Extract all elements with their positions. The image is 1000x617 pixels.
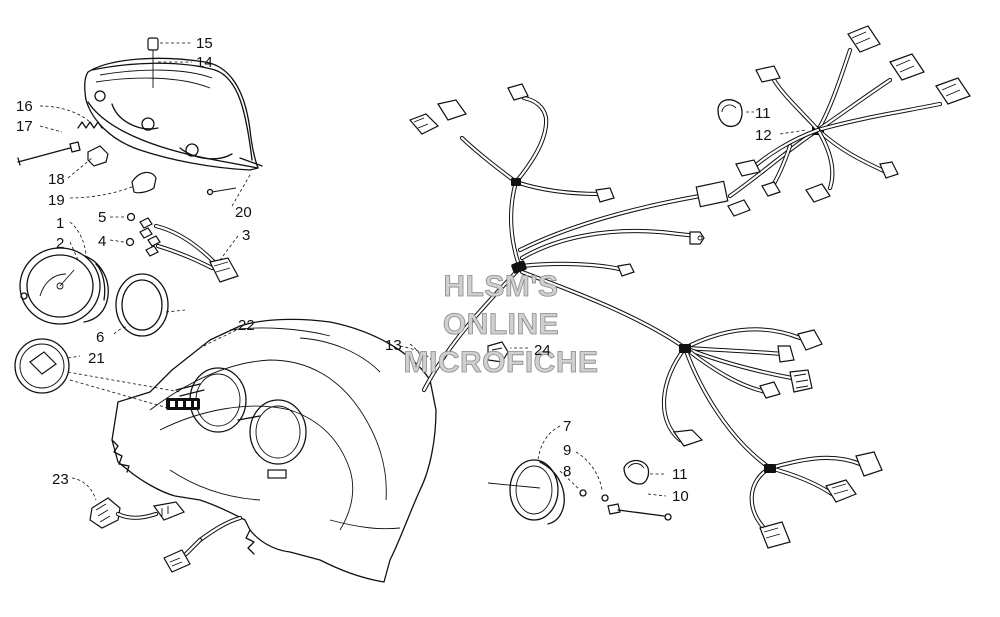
main-wiring-harness <box>408 83 883 549</box>
watermark: HLSM'S ONLINE MICROFICHE <box>403 270 599 380</box>
callouts: 15 14 16 17 18 19 20 1 2 5 4 3 6 21 22 1… <box>16 35 772 505</box>
callout-16: 16 <box>16 98 33 115</box>
callout-20: 20 <box>235 204 252 221</box>
callout-24: 24 <box>534 342 551 359</box>
callout-11-upper: 11 <box>755 105 771 122</box>
indicator-bulbs <box>125 212 161 257</box>
callout-12: 12 <box>755 127 772 144</box>
upper-harness <box>717 25 971 203</box>
watermark-line-2: ONLINE <box>443 308 559 341</box>
watermark-line-1: HLSM'S <box>443 270 558 303</box>
bezel-ring <box>113 273 186 337</box>
dash-panel <box>111 318 437 583</box>
callout-4: 4 <box>98 233 106 250</box>
callout-21: 21 <box>88 350 105 367</box>
callout-3: 3 <box>242 227 250 244</box>
callout-18: 18 <box>48 171 65 188</box>
callout-6: 6 <box>96 329 104 346</box>
headlight-assembly <box>17 37 263 207</box>
display-lens <box>14 338 181 409</box>
speedometer-assembly <box>19 212 239 325</box>
callout-8: 8 <box>563 463 571 480</box>
watermark-line-3: MICROFICHE <box>404 346 599 379</box>
callout-1: 1 <box>56 215 64 232</box>
callout-10: 10 <box>672 488 689 505</box>
callout-2: 2 <box>56 235 64 252</box>
callout-14: 14 <box>196 54 213 71</box>
callout-11-lower: 11 <box>672 466 688 483</box>
callout-23: 23 <box>52 471 69 488</box>
callout-19: 19 <box>48 192 65 209</box>
callout-9: 9 <box>563 442 571 459</box>
callout-13: 13 <box>385 337 402 354</box>
callout-5: 5 <box>98 209 106 226</box>
callout-15: 15 <box>196 35 213 52</box>
tach-assembly <box>487 425 672 525</box>
callout-22: 22 <box>238 317 255 334</box>
callout-7: 7 <box>563 418 571 435</box>
switch-harness <box>71 477 243 573</box>
callout-17: 17 <box>16 118 33 135</box>
